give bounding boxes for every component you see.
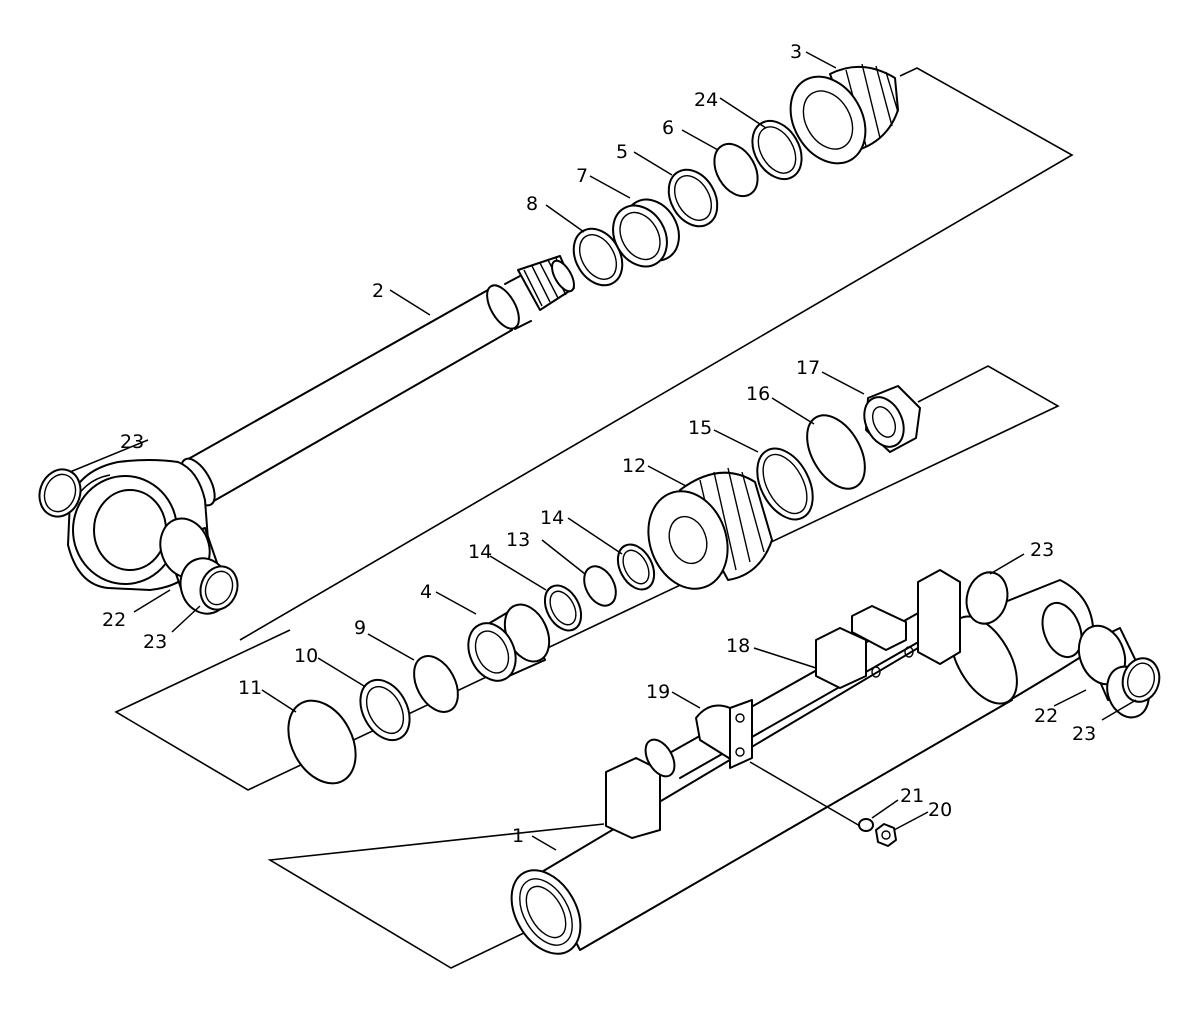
callout-24: 24 xyxy=(694,89,718,111)
callout-3: 3 xyxy=(790,41,802,63)
part-7-bushing xyxy=(612,198,680,268)
dust-seal-23-lower-left xyxy=(965,571,1009,625)
part-3-head xyxy=(789,63,899,165)
callout-4: 4 xyxy=(420,581,432,603)
callout-14-right: 14 xyxy=(540,507,564,529)
callout-17: 17 xyxy=(796,357,820,379)
part-12-piston xyxy=(647,467,773,590)
callout-16: 16 xyxy=(746,383,770,405)
callout-13: 13 xyxy=(506,529,530,551)
part-13-ring xyxy=(583,565,617,607)
callout-19: 19 xyxy=(646,681,670,703)
part-24-ring xyxy=(751,119,803,181)
clamp xyxy=(695,699,753,769)
callout-22-upper: 22 xyxy=(102,609,126,631)
callout-20: 20 xyxy=(928,799,952,821)
upper-assembly-plane xyxy=(239,67,1074,641)
part-11-oring xyxy=(287,699,357,785)
cylinder-tube xyxy=(510,579,1095,955)
part-6-oring xyxy=(713,142,759,198)
callout-11: 11 xyxy=(238,677,262,699)
callout-5: 5 xyxy=(616,141,628,163)
callout-12: 12 xyxy=(622,455,646,477)
part-14-ring-right xyxy=(616,543,656,591)
callout-23-lower-right: 23 xyxy=(1072,723,1096,745)
callout-18: 18 xyxy=(726,635,750,657)
part-17-nut xyxy=(863,385,921,453)
callout-labels: 3 24 6 5 7 8 2 23 22 23 17 16 15 12 14 1… xyxy=(102,41,1096,847)
callout-7: 7 xyxy=(576,165,588,187)
nut-20 xyxy=(875,823,897,847)
piston-rod xyxy=(67,255,575,591)
part-15-ring xyxy=(756,447,814,521)
callout-6: 6 xyxy=(662,117,674,139)
callout-23-upper-right: 23 xyxy=(143,631,167,653)
part-4-collar xyxy=(467,603,551,682)
lower-assembly-plane xyxy=(114,365,1060,791)
tube-assembly-plane xyxy=(267,823,605,969)
callout-10: 10 xyxy=(294,645,318,667)
part-10-ring xyxy=(359,678,411,742)
callout-1: 1 xyxy=(512,825,524,847)
part-16-oring xyxy=(806,414,866,490)
part-14-ring-left xyxy=(543,584,583,632)
callout-23-lower-left: 23 xyxy=(1030,539,1054,561)
callout-22-lower: 22 xyxy=(1034,705,1058,727)
pipe-assembly xyxy=(605,569,961,839)
callout-8: 8 xyxy=(526,193,538,215)
callout-21: 21 xyxy=(900,785,924,807)
callout-23-upper-left: 23 xyxy=(120,431,144,453)
callout-9: 9 xyxy=(354,617,366,639)
dust-seal-23-upper-left xyxy=(38,468,82,518)
callout-15: 15 xyxy=(688,417,712,439)
callout-2: 2 xyxy=(372,280,384,302)
dust-seal-23-upper-right xyxy=(199,565,239,611)
washer-21 xyxy=(858,818,874,832)
part-5-ring xyxy=(667,168,719,228)
callout-14-left: 14 xyxy=(468,541,492,563)
leader-lines xyxy=(69,51,1137,851)
part-9-oring xyxy=(413,655,459,713)
